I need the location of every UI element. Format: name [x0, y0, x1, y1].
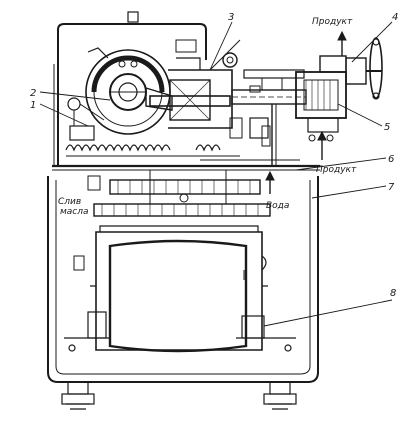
machine-feet [61, 381, 297, 410]
callout-leaders [39, 21, 393, 327]
label-product-out: Продукт [312, 17, 353, 27]
callout-5: 5 [384, 122, 390, 133]
label-product-in: Продукт [316, 165, 357, 175]
callout-6: 6 [388, 154, 394, 165]
crosshead-guide [127, 11, 241, 129]
label-water: Вода [266, 201, 289, 211]
mounting-clamps [64, 311, 296, 352]
callout-1: 1 [30, 100, 36, 111]
housing-frame [47, 23, 320, 383]
callout-2: 2 [30, 88, 36, 99]
water-inlet-arrow [265, 170, 275, 194]
connecting-rod [145, 79, 231, 121]
spring-coil [65, 97, 240, 157]
pressure-valve-handwheel[interactable] [345, 37, 383, 100]
product-inlet-arrow [317, 130, 327, 160]
label-oil-drain-line2: масла [60, 207, 89, 217]
pump-head [295, 55, 347, 142]
callout-3: 3 [228, 12, 234, 23]
electric-motor [73, 225, 268, 353]
plunger-assembly [231, 69, 307, 166]
callout-7: 7 [388, 182, 395, 193]
fittings [87, 85, 271, 191]
label-oil-drain-line1: Слив [58, 197, 81, 207]
callout-8: 8 [390, 288, 396, 299]
callout-4: 4 [392, 12, 398, 23]
product-outlet-arrow [337, 30, 347, 56]
belt-drive [93, 170, 271, 217]
